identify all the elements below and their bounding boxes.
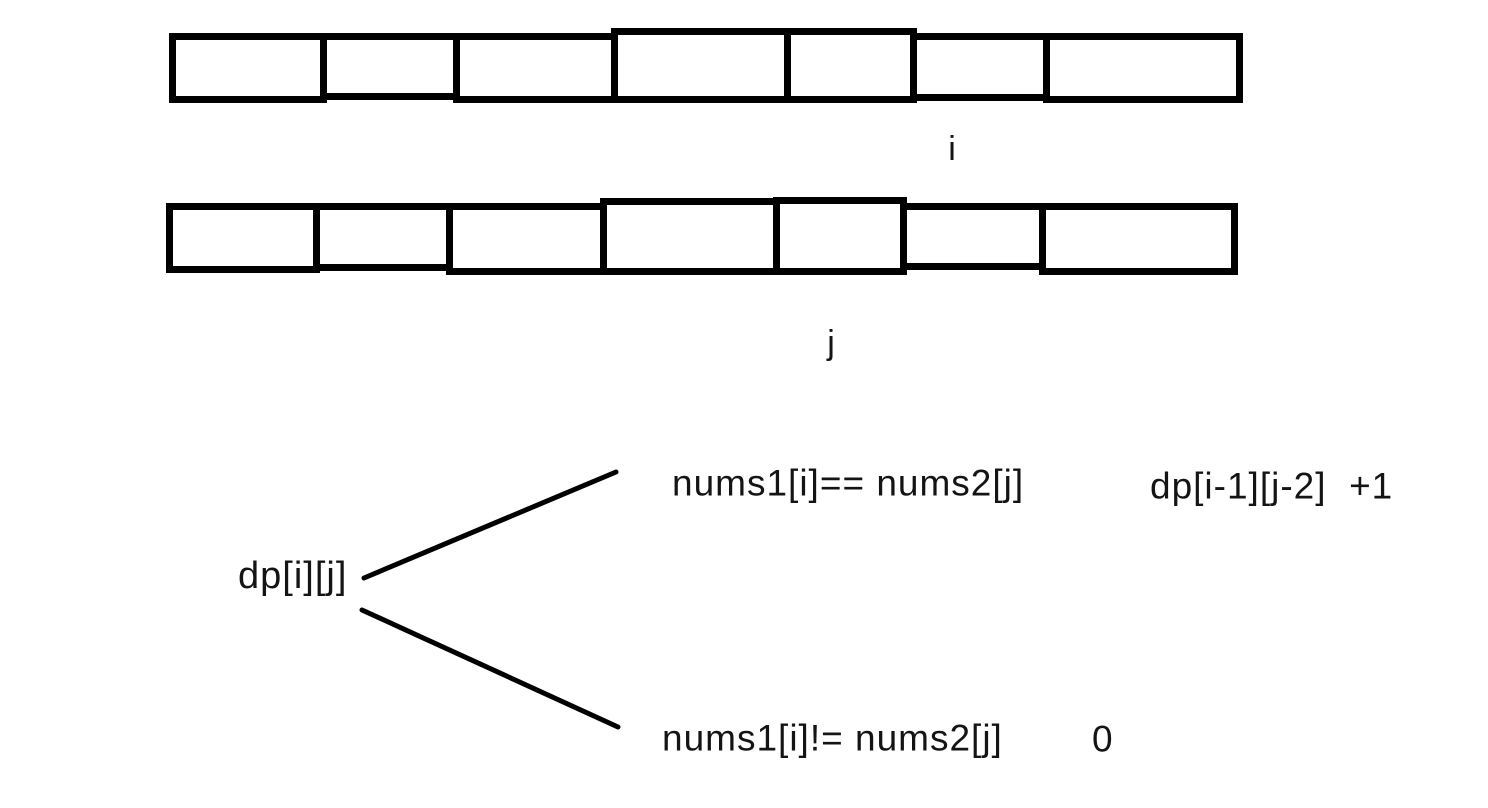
array-cell — [320, 33, 460, 100]
array-cell — [900, 203, 1046, 270]
result-notequal-label: 0 — [1092, 718, 1114, 760]
array-cell — [600, 198, 780, 275]
array-cell — [166, 203, 320, 273]
array-cell — [313, 203, 453, 271]
dp-node-label: dp[i][j] — [238, 555, 348, 597]
condition-equal-label: nums1[i]== nums2[j] — [672, 462, 1025, 504]
array-cell — [446, 203, 607, 275]
array-cell — [1039, 203, 1238, 275]
array-cell — [773, 197, 907, 275]
pointer-i-label: i — [948, 130, 956, 168]
nums2-array — [0, 197, 1488, 275]
array-cell — [611, 28, 791, 103]
array-cell — [169, 33, 327, 103]
branch-line-equal — [361, 469, 619, 581]
pointer-j-label: j — [827, 324, 835, 362]
condition-notequal-label: nums1[i]!= nums2[j] — [662, 717, 1003, 759]
branch-line-notequal — [359, 607, 621, 730]
array-cell — [453, 33, 618, 103]
array-cell — [910, 33, 1050, 101]
array-cell — [784, 28, 917, 103]
result-equal-label: dp[i-1][j-2] +1 — [1150, 465, 1394, 507]
array-cell — [1043, 33, 1243, 103]
nums1-array — [0, 28, 1488, 103]
